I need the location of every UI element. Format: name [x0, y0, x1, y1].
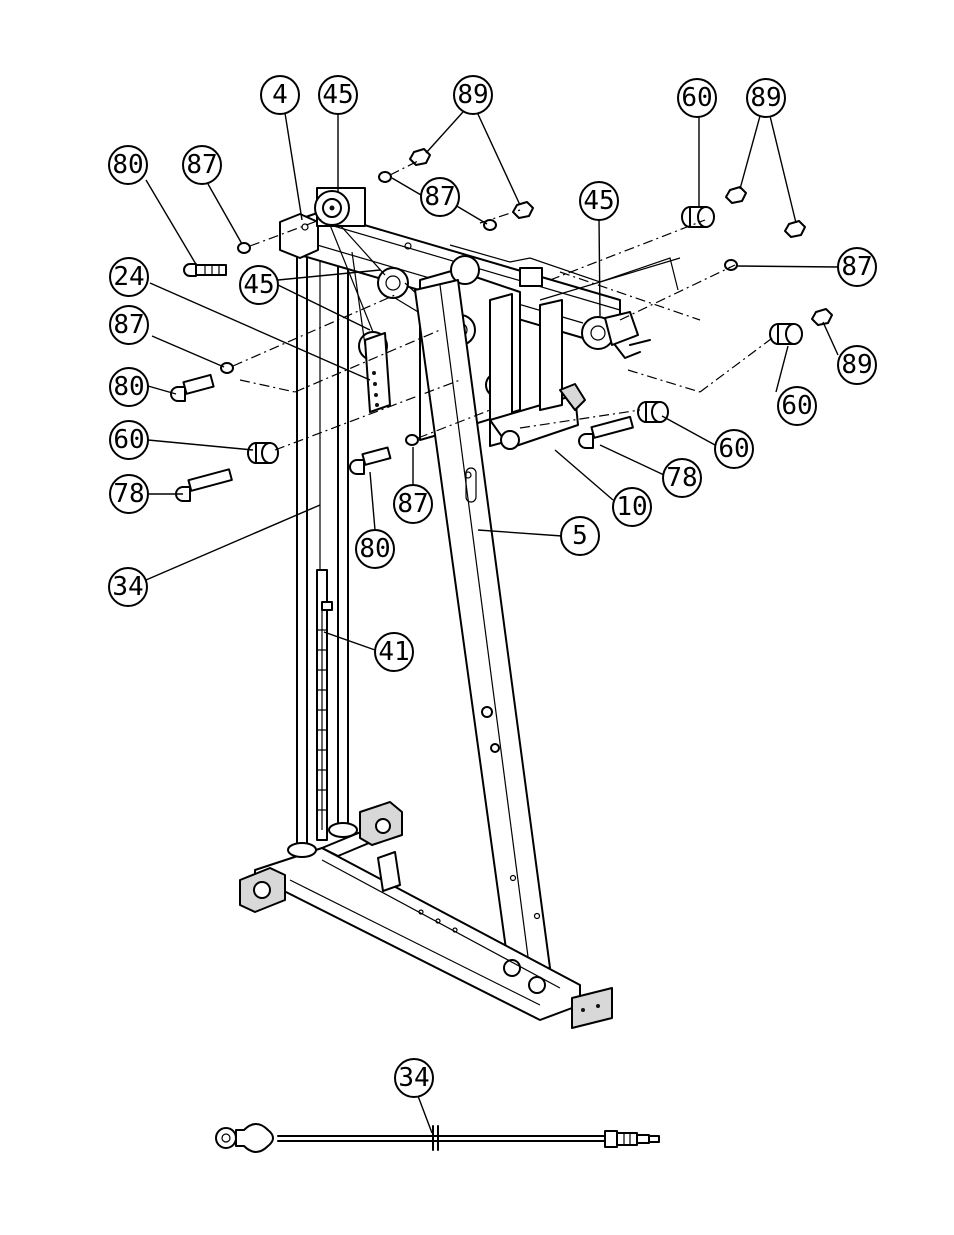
- callout-34-detail: 34: [394, 1058, 434, 1098]
- callout-78-right: 78: [662, 458, 702, 498]
- callout-80-left: 80: [109, 367, 149, 407]
- frame-structure: [239, 187, 651, 1029]
- cable-34-detail: [215, 1123, 660, 1153]
- callout-45-right: 45: [579, 181, 619, 221]
- callout-80-center: 80: [355, 529, 395, 569]
- svg-text:87: 87: [186, 150, 217, 180]
- svg-text:89: 89: [457, 80, 488, 110]
- callout-60-left: 60: [109, 420, 149, 460]
- callout-89-right: 89: [837, 345, 877, 385]
- callout-87-top-center: 87: [420, 177, 460, 217]
- axis-lines: [232, 159, 776, 451]
- callout-60-right: 60: [777, 386, 817, 426]
- washer-87: [237, 242, 251, 254]
- svg-text:10: 10: [616, 492, 647, 522]
- svg-text:80: 80: [359, 534, 390, 564]
- callout-89-top-right: 89: [746, 78, 786, 118]
- callout-41: 41: [374, 632, 414, 672]
- svg-text:34: 34: [398, 1063, 429, 1093]
- svg-text:80: 80: [113, 372, 144, 402]
- svg-text:87: 87: [424, 182, 455, 212]
- callout-45-top: 45: [318, 75, 358, 115]
- svg-text:78: 78: [113, 479, 144, 509]
- bolt-78-left: [175, 468, 233, 502]
- spacer-60-center: [637, 401, 669, 423]
- spacer-60-right: [769, 323, 803, 345]
- svg-text:34: 34: [112, 572, 143, 602]
- bolt-80-center: [349, 446, 392, 475]
- svg-text:89: 89: [841, 350, 872, 380]
- svg-text:24: 24: [113, 262, 144, 292]
- spacer-60-left: [247, 442, 279, 464]
- svg-text:4: 4: [272, 80, 288, 110]
- callout-4: 4: [260, 75, 300, 115]
- callout-5: 5: [560, 516, 600, 556]
- svg-text:45: 45: [243, 270, 274, 300]
- callout-87-right: 87: [837, 247, 877, 287]
- svg-text:60: 60: [718, 434, 749, 464]
- svg-text:87: 87: [841, 252, 872, 282]
- svg-text:87: 87: [397, 489, 428, 519]
- svg-text:60: 60: [781, 391, 812, 421]
- callout-34-main: 34: [108, 567, 148, 607]
- callout-80-top-left: 80: [108, 145, 148, 185]
- svg-text:45: 45: [583, 186, 614, 216]
- svg-text:87: 87: [113, 310, 144, 340]
- hardware: [170, 148, 833, 502]
- callout-60-top: 60: [677, 78, 717, 118]
- callouts: 4 45 89 60 89 80 87 87 45 24 45 87 87 89…: [108, 75, 877, 1098]
- bolt-78-right: [578, 415, 634, 449]
- callout-24: 24: [109, 257, 149, 297]
- bolt-80-left: [170, 373, 215, 402]
- callout-78-left: 78: [109, 474, 149, 514]
- callout-87-center: 87: [393, 484, 433, 524]
- svg-text:80: 80: [112, 150, 143, 180]
- callout-60-center: 60: [714, 429, 754, 469]
- svg-text:89: 89: [750, 83, 781, 113]
- leader-lines: [145, 111, 839, 1134]
- spacer-60-top: [681, 206, 715, 228]
- callout-87-top-left: 87: [182, 145, 222, 185]
- svg-text:45: 45: [322, 80, 353, 110]
- callout-10: 10: [612, 487, 652, 527]
- callout-89-top: 89: [453, 75, 493, 115]
- svg-text:41: 41: [378, 637, 409, 667]
- callout-45-left: 45: [239, 265, 279, 305]
- svg-text:60: 60: [681, 83, 712, 113]
- svg-text:5: 5: [572, 521, 588, 551]
- callout-87-left: 87: [109, 305, 149, 345]
- svg-text:78: 78: [666, 463, 697, 493]
- bolt-80-upper: [183, 263, 227, 277]
- svg-text:60: 60: [113, 425, 144, 455]
